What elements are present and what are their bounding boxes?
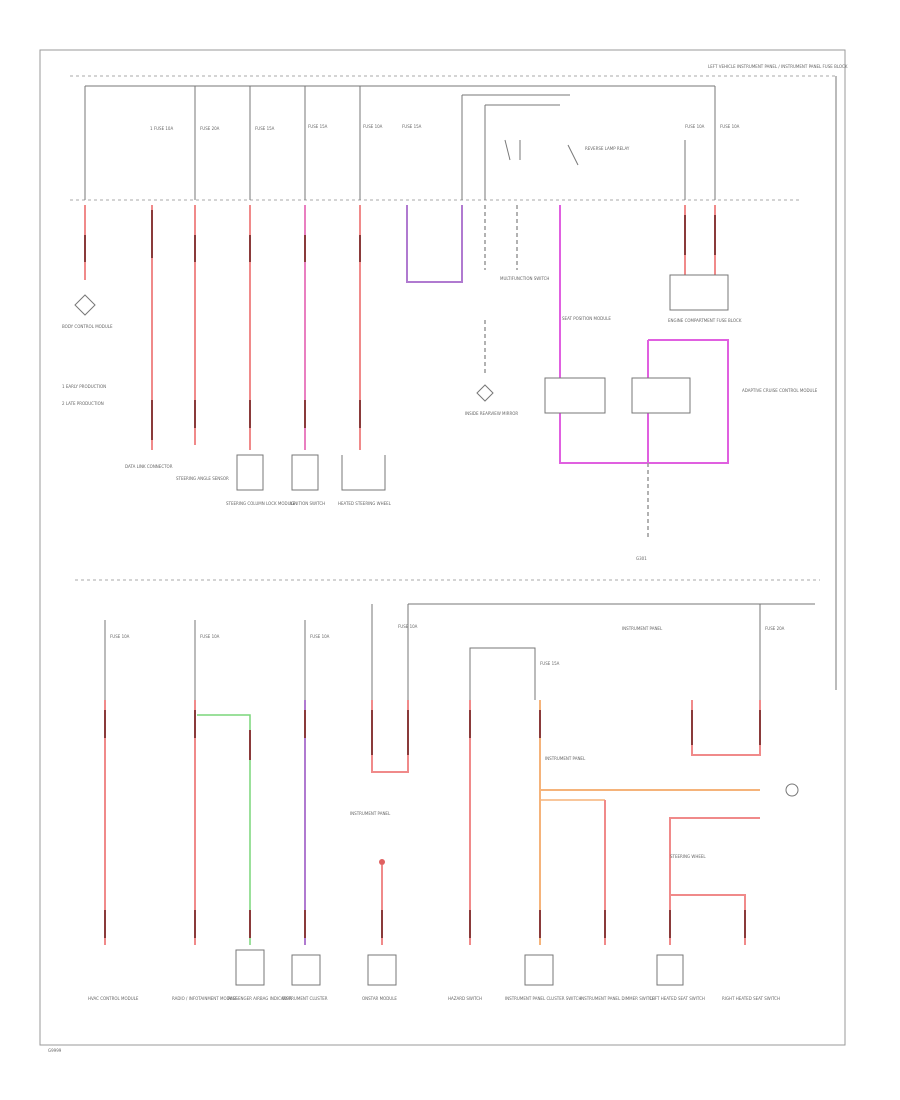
- component-label: IGNITION SWITCH: [290, 501, 325, 506]
- bottom-wires: [104, 700, 761, 945]
- fuse-label: FUSE 10A: [363, 124, 383, 129]
- top-wires: [84, 205, 716, 450]
- legend-item-1: 1 EARLY PRODUCTION: [62, 384, 106, 389]
- component-label: STEERING ANGLE SENSOR: [176, 476, 229, 481]
- fuse-label: FUSE 15A: [540, 661, 560, 666]
- component-box: [669, 274, 729, 311]
- connector-marks: [84, 210, 716, 440]
- fuse-label: FUSE 10A: [398, 624, 418, 629]
- component-label: DATA LINK CONNECTOR: [125, 464, 173, 469]
- fuse-label: FUSE 15A: [308, 124, 328, 129]
- module-note: STEERING WHEEL: [670, 854, 706, 859]
- page-tag: G9999: [48, 1048, 62, 1053]
- component-label: ENGINE COMPARTMENT FUSE BLOCK: [668, 318, 742, 323]
- svg-text:HVAC CONTROL MODULE: HVAC CONTROL MODULE: [88, 996, 139, 1001]
- seat-module-group: SEAT POSITION MODULE ADAPTIVE CRUISE CON…: [544, 316, 818, 561]
- fuse-label: FUSE 10A: [720, 124, 740, 129]
- top-fuse-drops: [84, 86, 716, 200]
- fuse-label: FUSE 10A: [685, 124, 705, 129]
- bottom-fuse-drops: [104, 604, 761, 700]
- component-label: STEERING COLUMN LOCK MODULE: [226, 501, 296, 506]
- fuse-label: FUSE 10A: [310, 634, 330, 639]
- svg-text:PASSENGER AIRBAG INDICATOR: PASSENGER AIRBAG INDICATOR: [228, 996, 292, 1001]
- fuse-label: 1 FUSE 10A: [150, 126, 173, 131]
- legend-item-2: 2 LATE PRODUCTION: [62, 401, 104, 406]
- svg-text:INSTRUMENT CLUSTER: INSTRUMENT CLUSTER: [282, 996, 328, 1001]
- diagram-frame: [39, 49, 846, 1046]
- fuse-label: FUSE 10A: [200, 634, 220, 639]
- svg-text:RADIO / INFOTAINMENT MODULE: RADIO / INFOTAINMENT MODULE: [172, 996, 238, 1001]
- svg-text:LEFT HEATED SEAT SWITCH: LEFT HEATED SEAT SWITCH: [650, 996, 705, 1001]
- bottom-components: HVAC CONTROL MODULE RADIO / INFOTAINMENT…: [88, 949, 780, 1001]
- svg-text:RIGHT HEATED SEAT SWITCH: RIGHT HEATED SEAT SWITCH: [722, 996, 780, 1001]
- switch-symbols: REVERSE LAMP RELAY: [504, 139, 630, 166]
- svg-text:ONSTAR MODULE: ONSTAR MODULE: [362, 996, 397, 1001]
- svg-text:BODY CONTROL MODULE: BODY CONTROL MODULE: [62, 324, 113, 329]
- bottom-connector-marks: [104, 710, 761, 938]
- svg-text:INSTRUMENT PANEL DIMMER SWITCH: INSTRUMENT PANEL DIMMER SWITCH: [580, 996, 655, 1001]
- bcm-connector: BODY CONTROL MODULE: [62, 294, 113, 329]
- component-box: [291, 454, 319, 491]
- top-right-note: LEFT VEHICLE INSTRUMENT PANEL / INSTRUME…: [708, 64, 848, 69]
- module-note: INSTRUMENT PANEL: [545, 756, 586, 761]
- fuse-label: FUSE 15A: [255, 126, 275, 131]
- svg-text:G301: G301: [636, 556, 647, 561]
- component-label: INSIDE REARVIEW MIRROR: [465, 411, 518, 416]
- svg-text:ADAPTIVE CRUISE CONTROL MODULE: ADAPTIVE CRUISE CONTROL MODULE: [742, 388, 818, 393]
- fuse-label: FUSE 20A: [765, 626, 785, 631]
- fuse-label: FUSE 15A: [402, 124, 422, 129]
- svg-text:INSTRUMENT PANEL CLUSTER SWITC: INSTRUMENT PANEL CLUSTER SWITCH: [505, 996, 581, 1001]
- fuse-label: FUSE 10A: [110, 634, 130, 639]
- component-label: HEATED STEERING WHEEL: [338, 501, 392, 506]
- svg-text:HAZARD SWITCH: HAZARD SWITCH: [448, 996, 482, 1001]
- component-label: MULTIFUNCTION SWITCH: [500, 276, 549, 281]
- svg-text:SEAT POSITION MODULE: SEAT POSITION MODULE: [562, 316, 611, 321]
- fuse-label: FUSE 20A: [200, 126, 220, 131]
- svg-text:REVERSE LAMP RELAY: REVERSE LAMP RELAY: [585, 146, 630, 151]
- component-box: [236, 454, 264, 491]
- module-note: INSTRUMENT PANEL: [350, 811, 391, 816]
- module-note: INSTRUMENT PANEL: [622, 626, 663, 631]
